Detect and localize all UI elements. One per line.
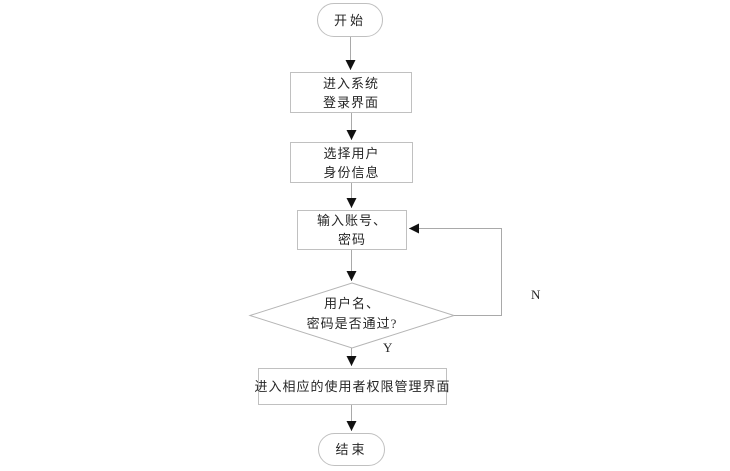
- process-input-account-node: 输入账号、 密码: [297, 210, 407, 250]
- decision-check-pass-line2: 密码是否通过?: [306, 316, 398, 331]
- process-enter-login-line2: 登录界面: [322, 94, 379, 110]
- process-enter-login-node: 进入系统 登录界面: [290, 72, 412, 113]
- connector-decision-no-loop: [409, 223, 502, 316]
- decision-check-pass-label: 用户名、 密码是否通过?: [270, 294, 434, 334]
- end-node-label: 结束: [335, 442, 368, 457]
- start-node-label: 开始: [333, 12, 366, 28]
- process-input-account-line2: 密码: [337, 232, 366, 247]
- process-select-identity-line1: 选择用户: [323, 145, 380, 161]
- process-select-identity-node: 选择用户 身份信息: [290, 142, 413, 183]
- branch-label-yes: Y: [383, 340, 393, 355]
- start-node: 开始: [317, 3, 383, 37]
- process-select-identity-line2: 身份信息: [323, 164, 380, 180]
- process-enter-admin-node: 进入相应的使用者权限管理界面: [255, 368, 450, 405]
- process-input-account-line1: 输入账号、: [316, 213, 387, 228]
- end-node: 结束: [318, 433, 385, 466]
- process-enter-login-line1: 进入系统: [322, 75, 379, 91]
- process-enter-admin-label: 进入相应的使用者权限管理界面: [254, 379, 451, 394]
- branch-label-no: N: [531, 287, 541, 302]
- decision-check-pass-line1: 用户名、: [323, 296, 380, 311]
